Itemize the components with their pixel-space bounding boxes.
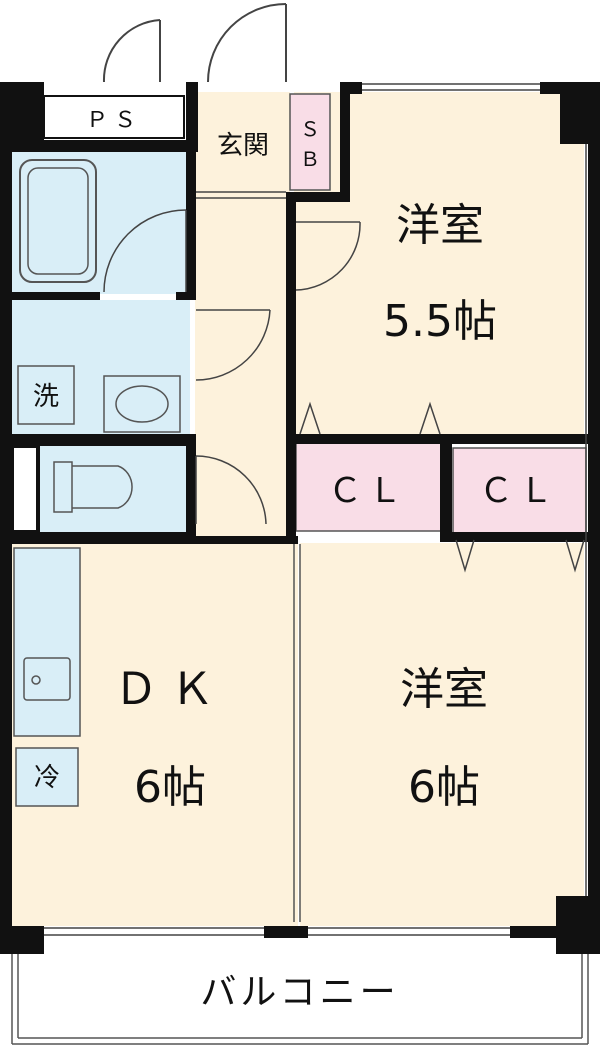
washer-space — [17, 365, 75, 425]
shoe-box — [289, 93, 331, 191]
fridge-label: 冷 — [34, 763, 60, 793]
kitchen-sink-icon — [23, 657, 71, 701]
bedroom-bottom-size: 6帖 — [408, 762, 480, 813]
sliding-partition — [293, 544, 301, 922]
washer-label: 洗 — [33, 382, 59, 412]
balcony-label: バルコニー — [200, 972, 399, 1013]
bathtub-icon — [19, 159, 97, 283]
bedroom-top-floor — [294, 92, 584, 437]
entrance-label: 玄関 — [217, 131, 269, 161]
toilet-floor — [12, 446, 190, 532]
bedroom-bottom-name: 洋室 — [400, 664, 488, 715]
windows — [44, 83, 587, 936]
ps-box — [43, 95, 185, 139]
front-doors — [102, 3, 287, 83]
shoe-box-label-2: Ｂ — [300, 147, 320, 171]
hallway-floor — [195, 92, 290, 542]
fridge-space — [15, 747, 79, 807]
shoe-box-label: Ｓ — [300, 117, 320, 141]
kitchen-counter — [13, 547, 81, 737]
toilet-icon — [53, 461, 133, 513]
ps-label: ＰＳ — [86, 108, 142, 133]
balcony — [11, 954, 589, 1045]
interior-doors — [103, 191, 585, 573]
closet-left-label: ＣＬ — [328, 471, 408, 511]
closet-right — [452, 447, 587, 537]
closet-right-label: ＣＬ — [479, 471, 559, 511]
bedroom-top-size: 5.5帖 — [383, 296, 497, 347]
bedroom-bottom-floor — [300, 543, 584, 926]
dk-size: 6帖 — [134, 762, 206, 813]
bedroom-top-name: 洋室 — [396, 200, 484, 251]
walls — [0, 82, 600, 954]
dk-name: ＤＫ — [114, 664, 226, 715]
